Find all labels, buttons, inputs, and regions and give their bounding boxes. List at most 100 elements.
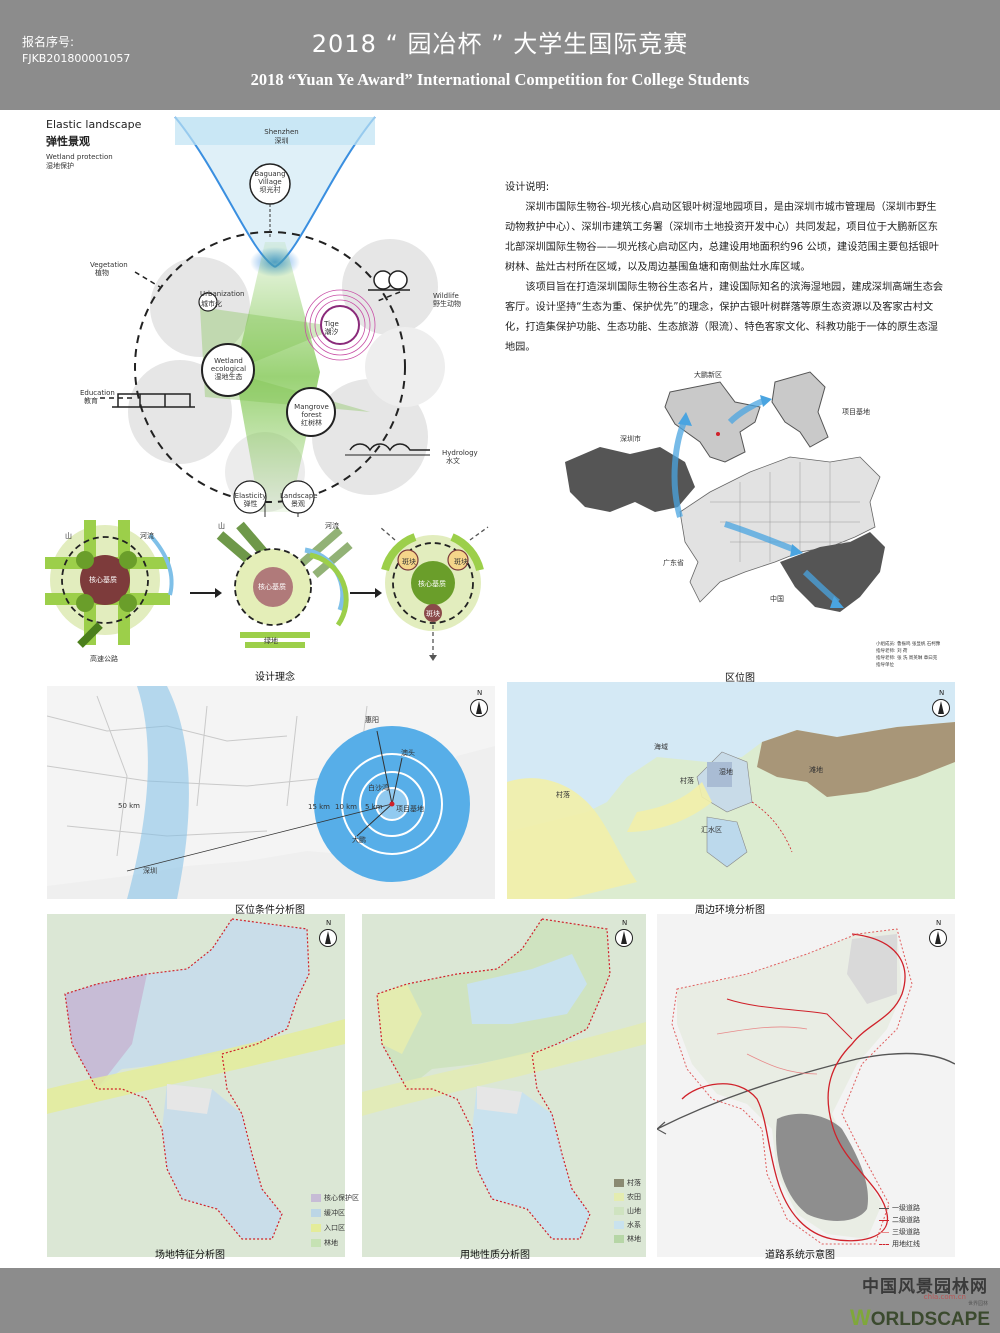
analysis-5km: 5 km bbox=[365, 803, 383, 811]
north-arrow-icon bbox=[470, 699, 488, 717]
design-idea-caption: 设计理念 bbox=[255, 672, 295, 683]
landscape-label-en: Landscape bbox=[280, 492, 318, 500]
vegetation-label-cn: 植物 bbox=[95, 269, 109, 277]
elasticity-label-en: Elasticity bbox=[234, 492, 267, 500]
chla-logo-url: chla.com.cn bbox=[923, 1293, 966, 1301]
road-system-map: N bbox=[657, 914, 955, 1257]
idea-river-2: 河流 bbox=[325, 522, 339, 530]
north-arrow-icon bbox=[319, 929, 337, 947]
header-bar bbox=[0, 0, 1000, 110]
hydrology-label-cn: 水文 bbox=[446, 457, 460, 465]
map-site-label: 项目基地 bbox=[842, 408, 870, 416]
baguang-label-en1: Baguang bbox=[254, 170, 286, 178]
description-heading: 设计说明: bbox=[505, 182, 550, 193]
elasticity-label-cn: 弹性 bbox=[243, 500, 258, 508]
surroundings-wetland: 湿地 bbox=[719, 768, 733, 776]
hydrology-label-en: Hydrology bbox=[442, 449, 478, 457]
education-label-en: Education bbox=[80, 389, 115, 397]
analysis-huiyang: 惠阳 bbox=[365, 716, 379, 724]
surroundings-map: N bbox=[507, 682, 955, 899]
idea-core-3: 核心基质 bbox=[418, 580, 446, 588]
team-credits: 小组成员: 鲁振鸣 张显帆 石柯豫 指导老师: 刘 荷 指导老师: 张 洗 周英… bbox=[876, 642, 941, 668]
north-label: N bbox=[936, 919, 942, 927]
wetland-eco-label-cn: 湿地生态 bbox=[214, 373, 243, 381]
analysis-baishawan: 白沙湾 bbox=[368, 784, 389, 792]
idea-highway: 高速公路 bbox=[90, 655, 118, 663]
map-shenzhen-label: 深圳市 bbox=[620, 435, 641, 443]
surroundings-graphic bbox=[507, 682, 955, 899]
elastic-title-cn: 弹性景观 bbox=[46, 135, 90, 148]
site-features-map: N bbox=[47, 914, 345, 1257]
north-label: N bbox=[939, 689, 945, 697]
wildlife-label-cn: 野生动物 bbox=[433, 300, 461, 308]
mangrove-label-cn: 红树林 bbox=[301, 419, 322, 427]
wetland-eco-label-en1: Wetland bbox=[214, 357, 243, 365]
road-legend-secondary: 二级道路 bbox=[879, 1215, 920, 1225]
idea-patch-1: 斑块 bbox=[402, 558, 416, 566]
vegetation-label-en: Vegetation bbox=[90, 261, 128, 269]
design-description: 设计说明: 深圳市国际生物谷-坝光核心启动区银叶树湿地园项目，是由深圳市城市管理… bbox=[505, 178, 945, 358]
footer-bar bbox=[0, 1268, 1000, 1333]
wetland-eco-label-en2: ecological bbox=[210, 365, 247, 373]
idea-river-1: 河流 bbox=[140, 532, 154, 540]
site-features-caption: 场地特征分析图 bbox=[155, 1250, 225, 1261]
site-legend-forest: 林地 bbox=[311, 1238, 338, 1248]
landscape-label-cn: 景观 bbox=[291, 500, 305, 508]
idea-stage-2 bbox=[216, 521, 353, 648]
analysis-dapeng: 大鹏 bbox=[352, 836, 366, 844]
shenzhen-label-cn: 深圳 bbox=[274, 137, 289, 145]
wildlife-label-en: Wildlife bbox=[433, 292, 459, 300]
registration-number: FJKB201800001057 bbox=[22, 52, 131, 65]
description-paragraph-1: 深圳市国际生物谷-坝光核心启动区银叶树湿地园项目，是由深圳市城市管理局（深圳市野… bbox=[505, 202, 939, 273]
map-dapeng-label: 大鹏新区 bbox=[694, 371, 722, 379]
surroundings-reservoir: 汇水区 bbox=[701, 826, 722, 834]
baguang-label-en2: Village bbox=[258, 178, 282, 186]
north-arrow-icon bbox=[615, 929, 633, 947]
worldscape-logo: WORLDSCAPE bbox=[849, 1305, 990, 1330]
shenzhen-label-en: Shenzhen bbox=[264, 128, 299, 136]
surroundings-sea: 海域 bbox=[654, 743, 668, 751]
baguang-label-cn: 坝光村 bbox=[259, 186, 281, 194]
landuse-legend-farmland: 农田 bbox=[614, 1192, 641, 1202]
location-map bbox=[565, 371, 885, 612]
description-paragraph-2: 该项目旨在打造深圳国际生物谷生态名片，建设国际知名的滨海湿地园，建成深圳高端生态… bbox=[505, 282, 944, 353]
north-label: N bbox=[622, 919, 628, 927]
road-legend-primary: 一级道路 bbox=[879, 1203, 920, 1213]
surroundings-caption: 周边环境分析图 bbox=[695, 905, 765, 916]
north-label: N bbox=[477, 689, 483, 697]
north-label: N bbox=[326, 919, 332, 927]
north-arrow-icon bbox=[932, 699, 950, 717]
site-legend-core: 核心保护区 bbox=[311, 1193, 359, 1203]
location-map-caption: 区位图 bbox=[725, 673, 755, 684]
idea-mountain-2: 山 bbox=[218, 522, 225, 530]
elastic-landscape-diagram bbox=[100, 116, 445, 517]
wetland-protection-cn: 湿地保护 bbox=[46, 162, 74, 170]
tige-label-cn: 潮汐 bbox=[324, 328, 339, 336]
location-analysis-caption: 区位条件分析图 bbox=[235, 905, 305, 916]
wetland-protection-en: Wetland protection bbox=[46, 153, 113, 161]
surroundings-village-1: 村落 bbox=[556, 791, 570, 799]
analysis-site: 项目基地 bbox=[396, 805, 424, 813]
analysis-15km: 15 km bbox=[308, 803, 331, 811]
analysis-50km: 50 km bbox=[118, 802, 141, 810]
idea-stage-1 bbox=[45, 520, 174, 648]
education-label-cn: 教育 bbox=[84, 397, 98, 405]
analysis-shenzhen: 深圳 bbox=[143, 867, 157, 875]
mangrove-label-en1: Mangrove bbox=[294, 403, 329, 411]
road-legend-redline: 用地红线 bbox=[879, 1239, 920, 1249]
land-use-map: N bbox=[362, 914, 646, 1257]
idea-patch-2: 斑块 bbox=[454, 558, 468, 566]
idea-core-2: 核心基质 bbox=[258, 583, 286, 591]
analysis-aotou: 澳头 bbox=[401, 749, 415, 757]
landuse-legend-forest: 林地 bbox=[614, 1234, 641, 1244]
design-idea-diagram bbox=[45, 520, 489, 661]
road-system-graphic bbox=[657, 928, 955, 1245]
urbanization-label-cn: 城市化 bbox=[201, 300, 222, 308]
site-legend-buffer: 缓冲区 bbox=[311, 1208, 345, 1218]
idea-core-1: 核心基质 bbox=[89, 576, 117, 584]
map-china-label: 中国 bbox=[770, 595, 784, 603]
title-chinese: 2018 “ 园冶杯 ” 大学生国际竞赛 bbox=[311, 30, 689, 58]
landuse-legend-mountain: 山地 bbox=[614, 1206, 641, 1216]
location-analysis-map: N bbox=[47, 686, 495, 899]
elastic-title-en: Elastic landscape bbox=[46, 118, 142, 131]
